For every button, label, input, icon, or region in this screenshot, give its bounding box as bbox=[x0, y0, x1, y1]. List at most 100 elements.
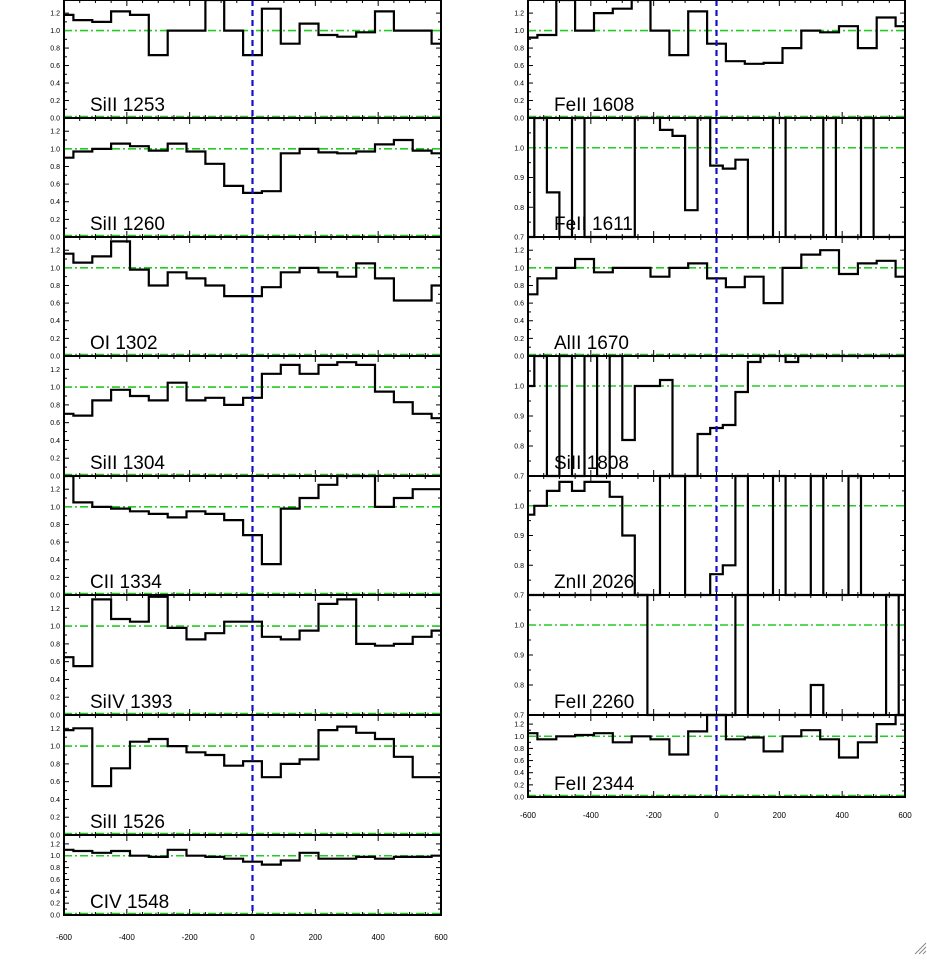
y-tick-label: 0.9 bbox=[514, 653, 524, 660]
y-tick-label: 1.0 bbox=[50, 624, 60, 631]
y-tick-label: 1.0 bbox=[514, 734, 524, 741]
y-tick-label: 1.0 bbox=[50, 504, 60, 511]
x-tick-label: 600 bbox=[434, 933, 448, 942]
y-tick-label: 0.7 bbox=[514, 474, 524, 481]
y-tick-label: 0.4 bbox=[50, 438, 60, 445]
y-tick-label: 0.8 bbox=[50, 283, 60, 290]
y-tick-label: 1.2 bbox=[50, 487, 60, 494]
y-tick-label: 0.0 bbox=[514, 354, 524, 361]
y-tick-label: 0.8 bbox=[514, 683, 524, 690]
resize-grip-icon[interactable] bbox=[913, 941, 927, 955]
y-tick-label: 1.2 bbox=[514, 248, 524, 255]
y-tick-label: 0.0 bbox=[514, 116, 524, 123]
y-tick-label: 0.2 bbox=[50, 336, 60, 343]
y-tick-label: 0.4 bbox=[514, 318, 524, 325]
spectrum-series bbox=[64, 848, 441, 866]
y-tick-label: 0.6 bbox=[514, 63, 524, 70]
x-tick-label: -600 bbox=[520, 811, 537, 820]
y-tick-label: 1.0 bbox=[50, 28, 60, 35]
y-tick-label: 0.2 bbox=[50, 575, 60, 582]
y-tick-label: 0.8 bbox=[514, 283, 524, 290]
panel-oi-1302: 0.00.20.40.60.81.01.2OI 1302 bbox=[50, 236, 442, 361]
plot-column-right: 0.0 0.2 0.4 0.6 0.8 1.0 1.2 FeII 1608 0.7 0.8 0.9 1… bbox=[514, 0, 912, 820]
y-tick-label: 0.6 bbox=[50, 779, 60, 786]
y-tick-label: 0.4 bbox=[50, 199, 60, 206]
transition-label: FeII 2260 bbox=[554, 692, 634, 713]
y-tick-label: 0.8 bbox=[50, 641, 60, 648]
transition-label: ZnII 2026 bbox=[554, 572, 634, 593]
y-tick-label: 0.4 bbox=[514, 81, 524, 88]
y-tick-label: 0.0 bbox=[50, 833, 60, 840]
transition-label: SiII 1808 bbox=[554, 453, 629, 474]
y-tick-label: 1.0 bbox=[514, 28, 524, 35]
y-tick-label: 0.6 bbox=[514, 301, 524, 308]
y-tick-label: 0.4 bbox=[50, 557, 60, 564]
x-tick-label: 400 bbox=[371, 933, 385, 942]
y-tick-label: 0.6 bbox=[514, 758, 524, 765]
y-tick-label: 0.6 bbox=[50, 182, 60, 189]
y-tick-label: 0.0 bbox=[50, 116, 60, 123]
y-tick-label: 0.2 bbox=[50, 217, 60, 224]
transition-label: SiII 1260 bbox=[90, 214, 165, 235]
y-tick-label: 0.8 bbox=[514, 563, 524, 570]
y-tick-label: 1.0 bbox=[50, 744, 60, 751]
x-tick-label: -200 bbox=[182, 933, 199, 942]
y-tick-label: 0.4 bbox=[50, 81, 60, 88]
transition-label: SiII 1526 bbox=[90, 812, 165, 833]
y-tick-label: 1.0 bbox=[514, 623, 524, 630]
y-tick-label: 1.0 bbox=[50, 853, 60, 860]
y-tick-label: 1.0 bbox=[50, 385, 60, 392]
panel-frame bbox=[63, 834, 442, 916]
y-tick-label: 0.6 bbox=[50, 420, 60, 427]
transition-label: OI 1302 bbox=[90, 333, 158, 354]
y-tick-label: 0.4 bbox=[50, 318, 60, 325]
y-tick-label: 0.7 bbox=[514, 713, 524, 720]
y-tick-label: 1.0 bbox=[514, 503, 524, 510]
y-tick-label: 0.8 bbox=[514, 444, 524, 451]
y-tick-label: 1.2 bbox=[50, 129, 60, 136]
y-tick-label: 0.4 bbox=[50, 677, 60, 684]
y-tick-label: 1.2 bbox=[50, 841, 60, 848]
transition-label: SiII 1253 bbox=[90, 95, 165, 116]
y-tick-label: 1.2 bbox=[50, 11, 60, 18]
x-tick-label: 200 bbox=[309, 933, 323, 942]
y-tick-label: 0.2 bbox=[50, 695, 60, 702]
y-tick-label: 0.0 bbox=[50, 235, 60, 242]
y-tick-label: 0.2 bbox=[50, 901, 60, 908]
spectrum-series bbox=[64, 474, 441, 566]
spectrum-series bbox=[528, 249, 905, 305]
y-tick-label: 0.4 bbox=[514, 770, 524, 777]
x-tick-label: 0 bbox=[250, 933, 255, 942]
y-tick-label: 0.8 bbox=[50, 164, 60, 171]
spectrum-series bbox=[64, 240, 441, 302]
y-tick-label: 1.0 bbox=[514, 145, 524, 152]
x-tick-label: -200 bbox=[646, 811, 663, 820]
spectrum-series bbox=[64, 0, 441, 57]
x-tick-label: 0 bbox=[714, 811, 719, 820]
x-tick-label: 400 bbox=[835, 811, 849, 820]
transition-label: SiIV 1393 bbox=[90, 692, 172, 713]
y-tick-label: 0.6 bbox=[50, 301, 60, 308]
y-tick-label: 1.2 bbox=[514, 722, 524, 729]
transition-label: AlII 1670 bbox=[554, 333, 629, 354]
y-tick-label: 1.2 bbox=[50, 367, 60, 374]
y-tick-label: 0.9 bbox=[514, 533, 524, 540]
y-tick-label: 0.0 bbox=[514, 795, 524, 802]
y-tick-label: 1.2 bbox=[50, 606, 60, 613]
x-tick-label: -400 bbox=[583, 811, 600, 820]
spectrum-series bbox=[64, 595, 441, 668]
y-tick-label: 1.0 bbox=[50, 265, 60, 272]
transition-label: FeII 1608 bbox=[554, 95, 634, 116]
y-tick-label: 0.2 bbox=[50, 98, 60, 105]
y-tick-label: 0.6 bbox=[50, 63, 60, 70]
y-tick-label: 0.2 bbox=[514, 98, 524, 105]
y-tick-label: 0.9 bbox=[514, 175, 524, 182]
spectrum-series bbox=[64, 725, 441, 788]
